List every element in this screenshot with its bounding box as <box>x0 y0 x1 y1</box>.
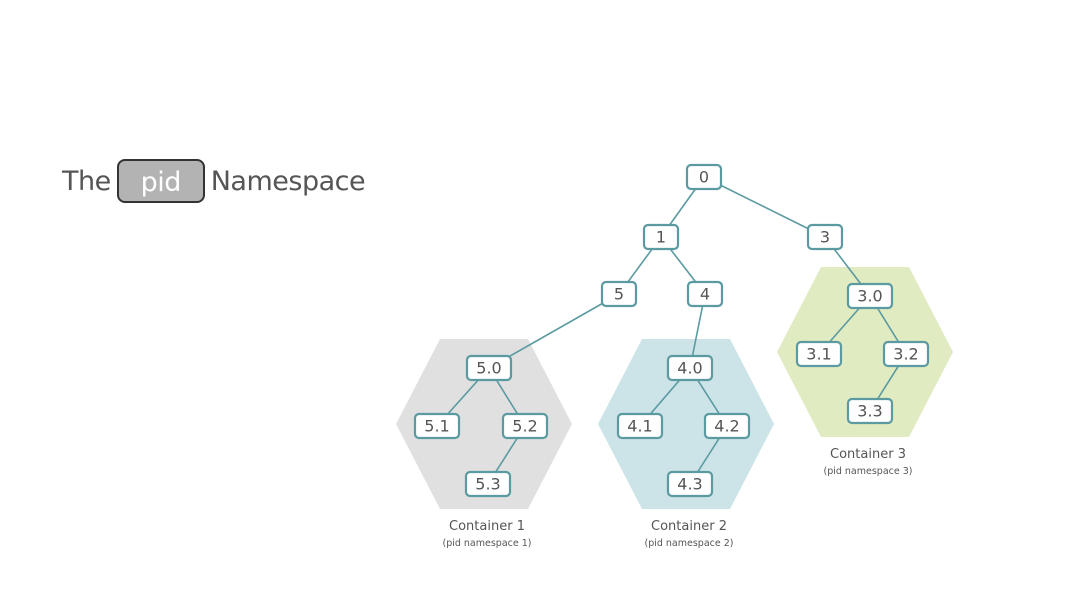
node-box <box>846 282 894 310</box>
container-2-hexagon <box>598 339 774 509</box>
container-3-hexagon <box>777 267 953 437</box>
node-label: 5.3 <box>475 475 500 494</box>
pid-badge: pid <box>116 159 205 203</box>
node-label: 5.2 <box>512 417 537 436</box>
node-box <box>666 470 714 498</box>
container-3-namespace-label: (pid namespace 3) <box>823 466 912 477</box>
title-suffix: Namespace <box>210 165 366 197</box>
node-box <box>465 354 513 382</box>
edge-5-to-5.0 <box>488 293 620 369</box>
process-node-0: 0 <box>685 163 723 191</box>
node-box <box>642 223 680 251</box>
process-node-5-3: 5.3 <box>464 470 512 498</box>
title-prefix: The <box>62 165 111 197</box>
node-box <box>616 412 664 440</box>
node-box <box>846 397 894 425</box>
container-1-label: Container 1 <box>449 519 525 534</box>
node-box <box>464 470 512 498</box>
container-1-namespace-label: (pid namespace 1) <box>442 538 531 549</box>
node-label: 3.0 <box>857 287 882 306</box>
process-node-5-0: 5.0 <box>465 354 513 382</box>
node-label: 3.2 <box>893 345 918 364</box>
process-node-4-2: 4.2 <box>703 412 751 440</box>
node-box <box>685 163 723 191</box>
node-label: 3 <box>820 228 830 247</box>
edge-0-to-3 <box>703 176 826 238</box>
node-box <box>600 280 638 308</box>
node-label: 5.0 <box>476 359 501 378</box>
process-node-4-3: 4.3 <box>666 470 714 498</box>
node-label: 1 <box>656 228 666 247</box>
node-label: 4.0 <box>677 359 702 378</box>
process-node-3-1: 3.1 <box>795 340 843 368</box>
container-1-hexagon <box>396 339 572 509</box>
node-label: 4.1 <box>627 417 652 436</box>
node-label: 3.1 <box>806 345 831 364</box>
container-2-label: Container 2 <box>651 519 727 534</box>
node-label: 0 <box>699 168 709 187</box>
node-box <box>795 340 843 368</box>
process-node-4: 4 <box>686 280 724 308</box>
container-3-label: Container 3 <box>830 447 906 462</box>
process-node-3-0: 3.0 <box>846 282 894 310</box>
node-box <box>806 223 844 251</box>
node-label: 4 <box>700 285 710 304</box>
process-node-5-1: 5.1 <box>413 412 461 440</box>
node-box <box>686 280 724 308</box>
node-label: 3.3 <box>857 402 882 421</box>
node-box <box>413 412 461 440</box>
node-box <box>703 412 751 440</box>
process-node-3-2: 3.2 <box>882 340 930 368</box>
node-box <box>882 340 930 368</box>
container-2-namespace-label: (pid namespace 2) <box>644 538 733 549</box>
node-box <box>501 412 549 440</box>
process-node-5: 5 <box>600 280 638 308</box>
process-node-4-1: 4.1 <box>616 412 664 440</box>
node-label: 4.3 <box>677 475 702 494</box>
node-box <box>666 354 714 382</box>
node-label: 5 <box>614 285 624 304</box>
process-node-3-3: 3.3 <box>846 397 894 425</box>
node-label: 4.2 <box>714 417 739 436</box>
process-node-4-0: 4.0 <box>666 354 714 382</box>
process-node-3: 3 <box>806 223 844 251</box>
slide-title: The pid Namespace <box>62 157 366 205</box>
process-node-1: 1 <box>642 223 680 251</box>
node-label: 5.1 <box>424 417 449 436</box>
process-node-5-2: 5.2 <box>501 412 549 440</box>
